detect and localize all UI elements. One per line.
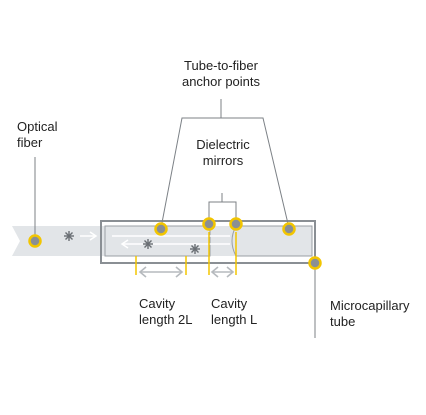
cavity-l-label: Cavity length L [211, 296, 257, 328]
fiber-end-right [231, 225, 313, 257]
cavity-l-line2: length L [211, 312, 258, 327]
leader-lines [34, 99, 316, 338]
dielectric-mirrors-line1: Dielectric [196, 137, 250, 152]
double-arrow-icon [138, 266, 184, 278]
optical-fiber-label: Optical fiber [17, 119, 57, 151]
anchor-points-line1: Tube-to-fiber [184, 58, 258, 73]
dielectric-mirrors-label: Dielectric mirrors [182, 137, 264, 169]
asterisk-icon [64, 231, 74, 241]
marker-rings [28, 217, 322, 270]
dielectric-mirrors-line2: mirrors [202, 153, 244, 168]
marker-microcapillary [308, 256, 322, 270]
cavity-2l-line1: Cavity [139, 296, 176, 311]
microcapillary-line1: Microcapillary [330, 298, 410, 313]
return-light-arrow [120, 239, 230, 249]
microcapillary-label: Microcapillary tube [330, 298, 409, 330]
anchor-points-line2: anchor points [181, 74, 261, 89]
anchor-points-label: Tube-to-fiber anchor points [168, 58, 274, 90]
marker-anchor-left [154, 222, 168, 236]
cavity-2l-line2: length 2L [139, 312, 193, 327]
marker-optical-fiber [28, 234, 42, 248]
marker-anchor-right [282, 222, 296, 236]
cavity-markers [135, 232, 237, 275]
forward-light-arrow [80, 231, 230, 241]
optical-fiber-line1: Optical [17, 119, 58, 134]
optical-fiber-line2: fiber [17, 135, 43, 150]
microcapillary-line2: tube [330, 314, 356, 329]
double-arrow-icon [210, 266, 235, 278]
cavity-l-line1: Cavity [211, 296, 248, 311]
asterisk-icon [190, 244, 200, 254]
cavity-2l-label: Cavity length 2L [139, 296, 193, 328]
asterisk-icon [143, 239, 153, 249]
marker-mirror-left [202, 217, 216, 231]
marker-mirror-right [229, 217, 243, 231]
